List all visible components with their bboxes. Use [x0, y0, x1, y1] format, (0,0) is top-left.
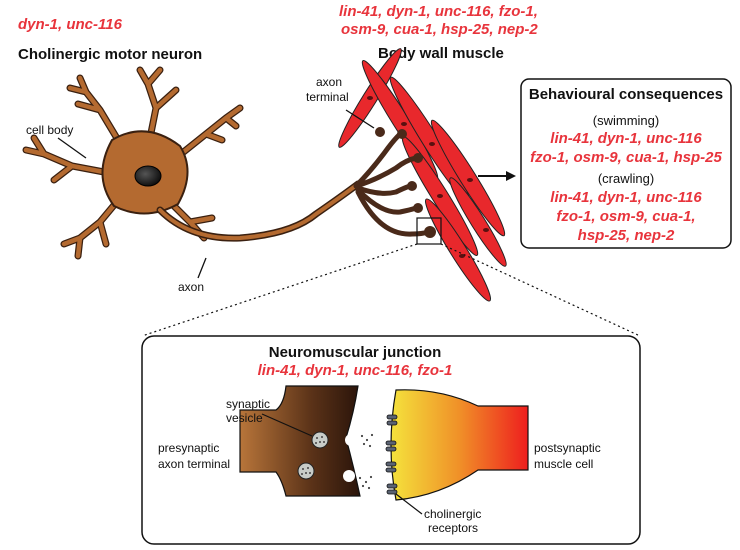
cell-body-pointer — [57, 137, 87, 159]
arrow-right-icon — [478, 171, 516, 181]
postsynaptic-label-2: muscle cell — [534, 457, 593, 471]
axon-terminal-label-1: axon — [316, 75, 342, 89]
crawling-genes-1: lin-41, dyn-1, unc-116 — [550, 189, 702, 206]
crawling-genes-3: hsp-25, nep-2 — [578, 227, 675, 244]
postsynaptic-label-1: postsynaptic — [534, 441, 601, 455]
zoom-box — [416, 217, 442, 245]
behaviour-box — [520, 78, 732, 249]
nmj-genes: lin-41, dyn-1, unc-116, fzo-1 — [258, 362, 453, 379]
cholinergic-receptors — [385, 414, 398, 495]
vesicle-pointer — [261, 413, 313, 437]
terminal-boutons — [375, 127, 436, 238]
muscle-genes-line1: lin-41, dyn-1, unc-116, fzo-1, — [339, 3, 538, 20]
axon-pointer — [197, 257, 207, 279]
receptor-pointer — [395, 493, 423, 515]
receptor-label-2: receptors — [428, 521, 478, 535]
neuron-genes: dyn-1, unc-116 — [18, 16, 123, 33]
swimming-label: (swimming) — [593, 113, 659, 128]
nmj-title: Neuromuscular junction — [269, 344, 442, 361]
axon-terminal-label-2: terminal — [306, 90, 349, 104]
zoom-line-left — [141, 243, 418, 337]
neuron-title: Cholinergic motor neuron — [18, 46, 202, 63]
swimming-genes-1: lin-41, dyn-1, unc-116 — [550, 130, 702, 147]
vesicle-label-2: vesicle — [226, 411, 263, 425]
presynaptic-label-1: presynaptic — [158, 441, 219, 455]
receptor-label-1: cholinergic — [424, 507, 481, 521]
swimming-genes-2: fzo-1, osm-9, cua-1, hsp-25 — [530, 149, 722, 166]
muscle-genes-line2: osm-9, cua-1, hsp-25, nep-2 — [341, 21, 538, 38]
crawling-genes-2: fzo-1, osm-9, cua-1, — [556, 208, 695, 225]
axon-terminal-pointer — [345, 109, 375, 129]
crawling-label: (crawling) — [598, 171, 654, 186]
motor-neuron — [22, 66, 362, 260]
axon-label: axon — [178, 280, 204, 294]
muscle-nuclei — [367, 96, 489, 258]
axon-terminal — [353, 131, 431, 237]
behaviour-title: Behavioural consequences — [529, 86, 723, 103]
vesicle-release — [343, 434, 357, 482]
synaptic-vesicles — [297, 431, 329, 480]
acetylcholine-dots — [358, 433, 374, 490]
muscle-title: Body wall muscle — [378, 45, 504, 62]
vesicle-label-1: synaptic — [226, 397, 270, 411]
presynaptic-label-2: axon terminal — [158, 457, 230, 471]
zoom-line-right — [440, 243, 641, 337]
cell-body-label: cell body — [26, 123, 73, 137]
